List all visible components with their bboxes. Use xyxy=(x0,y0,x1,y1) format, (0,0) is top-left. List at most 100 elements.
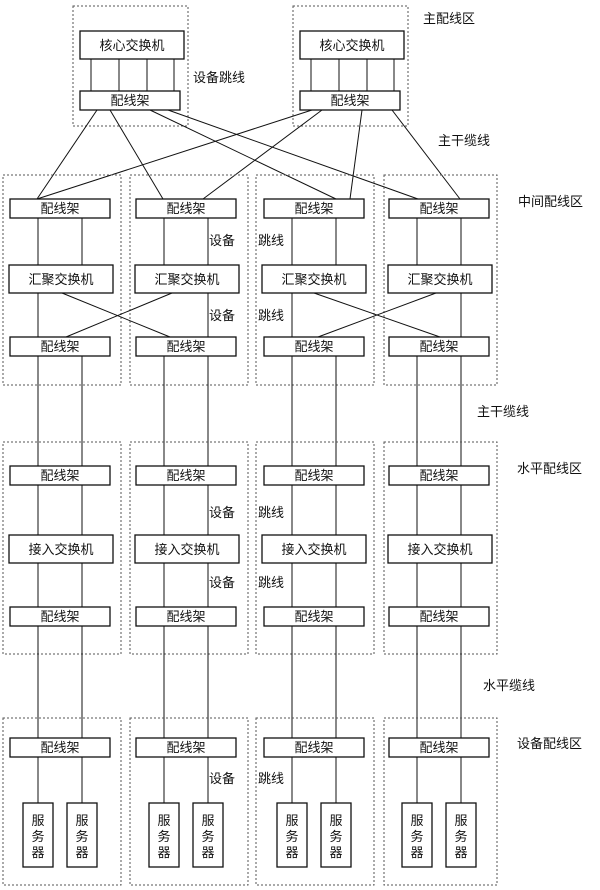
access-switch-1-label: 接入交换机 xyxy=(28,542,93,558)
jumper-label-4: 跳线 xyxy=(258,576,284,591)
server-1: 服 务 器 xyxy=(22,802,54,868)
jumper-equipment-label-1: 设备 xyxy=(209,233,235,249)
main-zone-right xyxy=(292,5,409,127)
svg-text:务: 务 xyxy=(201,829,214,845)
middle-upper-patch-panel-4-label: 配线架 xyxy=(419,202,458,217)
access-switch-2-label: 接入交换机 xyxy=(154,542,219,558)
horizontal-upper-patch-panel-1 xyxy=(9,465,111,486)
horizontal-lower-patch-panel-1-label: 配线架 xyxy=(40,610,79,625)
equipment-zone-3 xyxy=(255,717,375,886)
horizontal-lower-patch-panel-2 xyxy=(135,606,237,627)
svg-text:器: 器 xyxy=(454,846,467,861)
svg-text:务: 务 xyxy=(75,829,88,845)
backbone-lower-label: 主干缆线 xyxy=(477,404,529,420)
middle-upper-patch-panel-3-label: 配线架 xyxy=(294,202,333,217)
middle-zone-4 xyxy=(383,174,498,386)
server-3: 服 务 器 xyxy=(148,802,180,868)
svg-text:务: 务 xyxy=(157,829,170,845)
jumper-equipment-label-5: 设备 xyxy=(209,771,235,787)
horizontal-upper-patch-panel-4 xyxy=(388,465,490,486)
jumper-equipment-label-2: 设备 xyxy=(209,308,235,324)
equipment-patch-panel-2-label: 配线架 xyxy=(166,741,205,756)
jumper-equipment-label-4: 设备 xyxy=(209,575,235,591)
equipment-patch-panel-3 xyxy=(263,737,365,758)
middle-upper-patch-panel-2-label: 配线架 xyxy=(166,202,205,217)
access-switch-4-label: 接入交换机 xyxy=(407,542,472,558)
equipment-zone-label: 设备配线区 xyxy=(517,736,582,752)
svg-text:服: 服 xyxy=(157,814,170,829)
svg-text:器: 器 xyxy=(201,846,214,861)
aggregation-switch-1-label: 汇聚交换机 xyxy=(28,272,93,288)
horizontal-upper-patch-panel-3-label: 配线架 xyxy=(294,469,333,484)
jumper-equipment-label-3: 设备 xyxy=(209,505,235,521)
middle-upper-patch-panel-1-label: 配线架 xyxy=(40,202,79,217)
main-patch-panel-left-label: 配线架 xyxy=(110,94,149,109)
aggregation-switch-4 xyxy=(387,264,493,294)
middle-lower-patch-panel-4-label: 配线架 xyxy=(419,340,458,355)
middle-upper-patch-panel-1 xyxy=(9,198,111,219)
svg-text:务: 务 xyxy=(31,829,44,845)
svg-text:务: 务 xyxy=(410,829,423,845)
middle-upper-patch-panel-2 xyxy=(135,198,237,219)
core-switch-right-label: 核心交换机 xyxy=(319,38,384,54)
horizontal-cable-label: 水平缆线 xyxy=(483,678,535,694)
horizontal-zone-4 xyxy=(383,441,498,655)
equipment-patch-panel-2 xyxy=(135,737,237,758)
horizontal-zone-1 xyxy=(2,441,122,655)
jumper-label-3: 跳线 xyxy=(258,506,284,521)
svg-text:器: 器 xyxy=(329,846,342,861)
middle-zone-label: 中间配线区 xyxy=(518,195,583,210)
access-switch-3 xyxy=(261,534,367,564)
horizontal-lower-patch-panel-3-label: 配线架 xyxy=(294,610,333,625)
server-6: 服 务 器 xyxy=(320,802,352,868)
access-switch-3-label: 接入交换机 xyxy=(281,542,346,558)
svg-text:服: 服 xyxy=(329,814,342,829)
svg-text:务: 务 xyxy=(285,829,298,845)
core-switch-left-label: 核心交换机 xyxy=(99,38,164,54)
equipment-zone-1 xyxy=(2,717,122,886)
main-zone-label: 主配线区 xyxy=(423,12,475,27)
core-switch-right xyxy=(299,30,405,60)
equipment-patch-panel-4-label: 配线架 xyxy=(419,741,458,756)
svg-text:器: 器 xyxy=(410,846,423,861)
svg-text:器: 器 xyxy=(285,846,298,861)
aggregation-switch-2 xyxy=(134,264,240,294)
horizontal-lower-patch-panel-2-label: 配线架 xyxy=(166,610,205,625)
horizontal-lower-patch-panel-4 xyxy=(388,606,490,627)
horizontal-upper-patch-panel-4-label: 配线架 xyxy=(419,469,458,484)
access-switch-2 xyxy=(134,534,240,564)
aggregation-switch-2-label: 汇聚交换机 xyxy=(154,272,219,288)
jumper-label-2: 跳线 xyxy=(258,309,284,324)
svg-text:服: 服 xyxy=(31,814,44,829)
aggregation-switch-3 xyxy=(261,264,367,294)
svg-text:务: 务 xyxy=(454,829,467,845)
horizontal-lower-patch-panel-1 xyxy=(9,606,111,627)
svg-text:务: 务 xyxy=(329,829,342,845)
access-switch-1 xyxy=(8,534,114,564)
jumper-label-5: 跳线 xyxy=(258,772,284,787)
access-switch-4 xyxy=(387,534,493,564)
server-4: 服 务 器 xyxy=(192,802,224,868)
server-5: 服 务 器 xyxy=(276,802,308,868)
middle-lower-patch-panel-2 xyxy=(135,336,237,357)
main-patch-panel-left xyxy=(79,90,181,111)
middle-lower-patch-panel-3-label: 配线架 xyxy=(294,340,333,355)
svg-text:服: 服 xyxy=(410,814,423,829)
equipment-patch-panel-1-label: 配线架 xyxy=(40,741,79,756)
svg-text:器: 器 xyxy=(31,846,44,861)
svg-text:器: 器 xyxy=(157,846,170,861)
middle-lower-patch-panel-3 xyxy=(263,336,365,357)
equipment-patch-panel-3-label: 配线架 xyxy=(294,741,333,756)
horizontal-lower-patch-panel-3 xyxy=(263,606,365,627)
main-zone-left xyxy=(72,5,189,127)
horizontal-upper-patch-panel-2 xyxy=(135,465,237,486)
equipment-patch-panel-4 xyxy=(388,737,490,758)
jumper-label-1: 跳线 xyxy=(258,234,284,249)
middle-upper-patch-panel-4 xyxy=(388,198,490,219)
aggregation-switch-1 xyxy=(8,264,114,294)
patch-cord-label: 设备跳线 xyxy=(193,70,245,86)
horizontal-upper-patch-panel-1-label: 配线架 xyxy=(40,469,79,484)
main-patch-panel-right xyxy=(299,90,401,111)
